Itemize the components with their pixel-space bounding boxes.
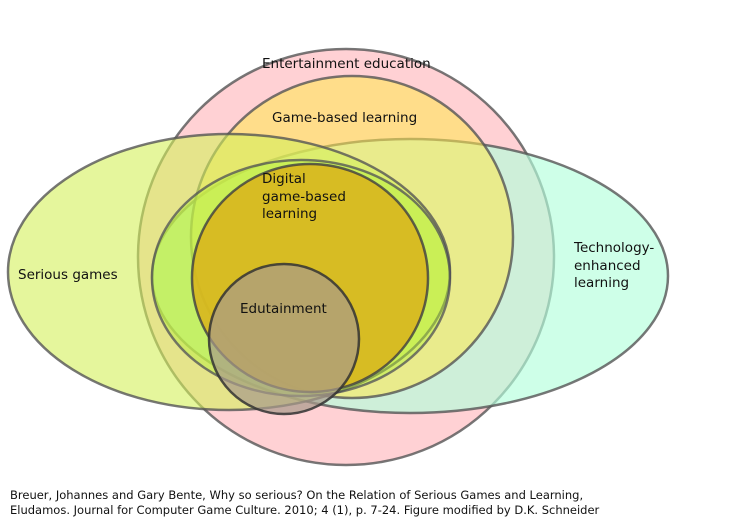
- edutainment-set: [207, 262, 361, 416]
- edutainment-label: Edutainment: [240, 301, 327, 317]
- digital-game-based-learning-label-1: Digital: [262, 171, 306, 187]
- citation-caption: Breuer, Johannes and Gary Bente, Why so …: [10, 488, 599, 518]
- technology-enhanced-learning-label-1: Technology-: [573, 240, 654, 256]
- digital-game-based-learning-label-2: game-based: [262, 189, 346, 205]
- serious-games-label: Serious games: [18, 267, 118, 283]
- digital-game-based-learning-label-3: learning: [262, 206, 317, 222]
- citation-line-2: Eludamos. Journal for Computer Game Cult…: [10, 503, 600, 517]
- technology-enhanced-learning-label-3: learning: [574, 275, 629, 291]
- technology-enhanced-learning-label-2: enhanced: [574, 258, 641, 274]
- citation-line-1: Breuer, Johannes and Gary Bente, Why so …: [10, 488, 584, 502]
- game-based-learning-label: Game-based learning: [272, 110, 417, 126]
- entertainment-education-label: Entertainment education: [262, 56, 431, 72]
